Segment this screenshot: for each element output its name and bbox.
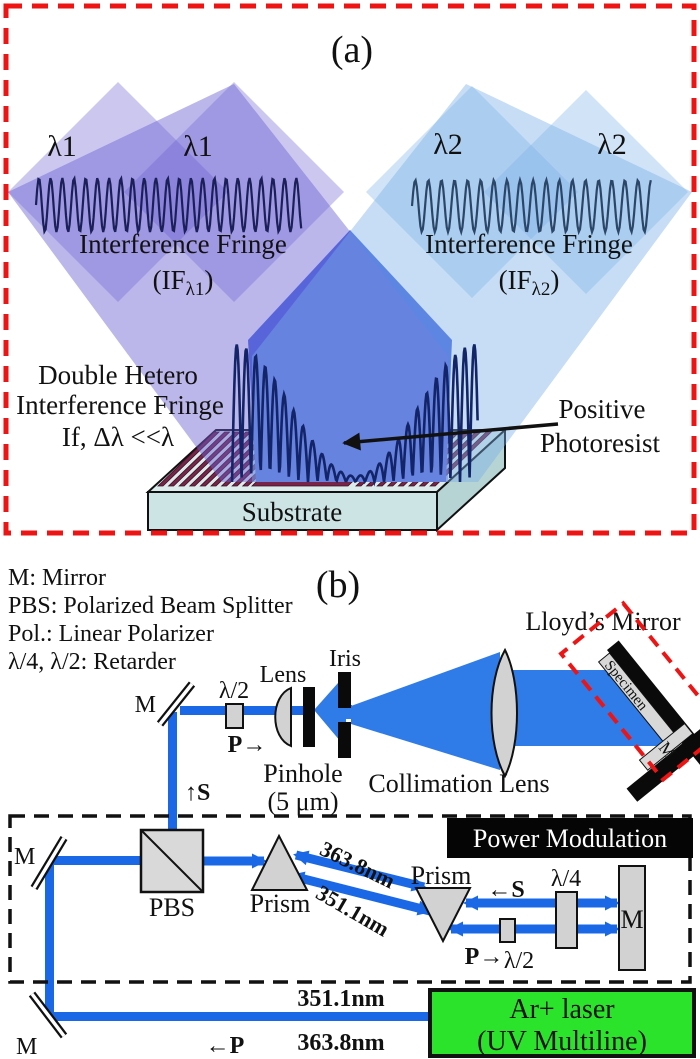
prism-2-label: Prism xyxy=(411,861,472,890)
mirror-bottom-left xyxy=(28,991,68,1039)
mirror-plate-right xyxy=(618,865,646,971)
lambda2-diamond-left xyxy=(366,86,578,298)
lambda1-label-left: λ1 xyxy=(47,130,77,163)
beam-iris-to-lens xyxy=(351,652,500,770)
laser-box xyxy=(428,988,696,1058)
fringe2-subtitle: (IFλ2) xyxy=(499,265,560,300)
legend-mirror: M: Mirror xyxy=(8,565,106,591)
pbs-label: PBS xyxy=(149,893,195,922)
substrate-side-face xyxy=(436,427,506,533)
hetero-line3: If, Δλ <<λ xyxy=(62,422,174,452)
fringe-wave-2 xyxy=(410,176,652,236)
panel-b-label: (b) xyxy=(316,564,360,606)
lambda1-descending-beam xyxy=(8,84,448,482)
half-wave-plate-top xyxy=(225,703,244,729)
panel-a: (a) λ1 λ1 λ2 λ2 Interference Fringe (IFλ… xyxy=(3,3,697,536)
iris-bottom-blade xyxy=(338,722,351,758)
prism-1 xyxy=(250,833,309,891)
lambda2-label-left: λ2 xyxy=(433,128,463,161)
pinhole-label-line2: (5 μm) xyxy=(268,787,339,816)
quarter-wave-label: λ/4 xyxy=(551,866,581,892)
pinhole-label-line1: Pinhole xyxy=(263,759,342,788)
lloyd-mirror-plate xyxy=(626,723,700,802)
hetero-line1: Double Hetero xyxy=(38,360,198,390)
panel-b: M: Mirror PBS: Polarized Beam Splitter P… xyxy=(8,564,700,1059)
lens-label: Lens xyxy=(260,662,307,688)
legend-pbs: PBS: Polarized Beam Splitter xyxy=(8,593,293,619)
mirror-top-label: M xyxy=(135,692,156,718)
substrate-label: Substrate xyxy=(242,497,343,527)
p-right-top-label: P→ xyxy=(228,732,267,758)
lambda2-diamond-right xyxy=(484,90,688,294)
power-modulation-box xyxy=(8,814,692,984)
photoresist-label-line2: Photoresist xyxy=(540,428,661,458)
half-wave-plate-lower xyxy=(499,918,516,943)
lambda2-label-right: λ2 xyxy=(597,128,627,161)
photoresist-label-line1: Positive xyxy=(558,394,645,424)
collimation-lens xyxy=(490,647,518,779)
power-modulation-banner xyxy=(447,818,693,858)
half-wave-lower-label: λ/2 xyxy=(504,948,534,974)
fringe2-title: Interference Fringe xyxy=(425,229,633,259)
collimation-lens-label: Collimation Lens xyxy=(368,769,549,798)
laser-label-line2: (UV Multiline) xyxy=(477,1026,647,1057)
lambda1-diamond-right xyxy=(124,82,344,302)
beam-overlap-region xyxy=(248,230,452,482)
s-up-label: ↑S xyxy=(185,780,210,806)
pbs-cube xyxy=(139,828,205,894)
lloyd-mirror-strip xyxy=(638,722,694,771)
mirror-bottom-label: M xyxy=(16,1034,37,1059)
power-modulation-label: Power Modulation xyxy=(473,824,667,853)
p-left-label: ←P xyxy=(206,1033,245,1059)
laser-label-line1: Ar+ laser xyxy=(509,994,615,1025)
beam-mirror-to-pbs xyxy=(50,856,141,865)
pinhole-plate xyxy=(303,687,315,747)
fringe-wave-1 xyxy=(34,175,303,235)
quarter-wave-plate xyxy=(555,891,578,949)
wl-363-bottom-label: 363.8nm xyxy=(297,1030,384,1056)
mirror-top xyxy=(156,681,196,727)
lambda2-descending-beam xyxy=(252,84,692,482)
focusing-lens xyxy=(274,686,292,748)
iris-label: Iris xyxy=(329,646,361,672)
beam-pbs-up xyxy=(168,712,177,832)
mirror-box-label: M xyxy=(14,844,35,870)
fringe1-title: Interference Fringe xyxy=(79,229,287,259)
beam-mirror-to-pinhole xyxy=(180,706,312,715)
wl-351-bottom-label: 351.1nm xyxy=(297,986,384,1012)
beam-iris-gap xyxy=(338,705,352,719)
hetero-line2: Interference Fringe xyxy=(16,390,224,420)
mirror-right-label: M xyxy=(620,905,643,934)
fringe1-subtitle: (IFλ1) xyxy=(153,265,214,300)
s-left-label: ←S xyxy=(487,877,524,903)
beam-collimated xyxy=(500,670,685,746)
lloyds-mirror-title: Lloyd’s Mirror xyxy=(525,607,681,636)
iris-top-blade xyxy=(338,672,351,708)
beam-laser-to-mirror xyxy=(49,1012,430,1021)
beam-351-diagonal xyxy=(289,871,433,916)
mirror-box-left xyxy=(30,835,68,891)
legend-retarder: λ/4, λ/2: Retarder xyxy=(8,649,176,675)
beam-vertical-left xyxy=(45,864,54,1016)
half-wave-top-label: λ/2 xyxy=(219,678,249,704)
panel-a-border xyxy=(3,3,697,536)
legend-polarizer: Pol.: Linear Polarizer xyxy=(8,621,214,647)
beat-wave xyxy=(230,344,479,487)
panel-a-label: (a) xyxy=(331,29,373,71)
prism-2 xyxy=(414,887,472,944)
p-right-lower-label: P→ xyxy=(465,944,504,970)
lambda1-label-right: λ1 xyxy=(183,130,213,163)
photoresist-arrow xyxy=(342,422,559,451)
prism-1-label: Prism xyxy=(250,889,311,918)
